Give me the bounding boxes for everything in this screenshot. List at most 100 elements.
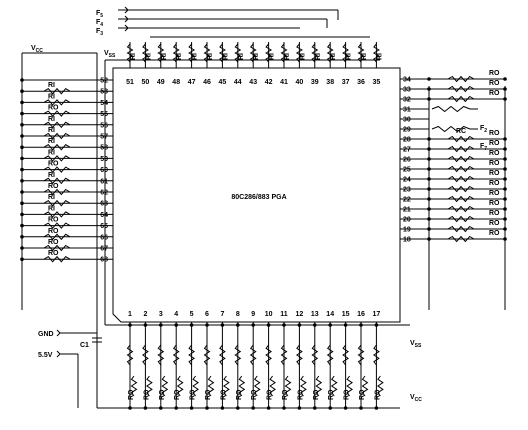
junction-dot xyxy=(374,323,379,327)
junction-dot xyxy=(503,187,507,191)
gnd-label: GND xyxy=(38,331,54,338)
resistor xyxy=(447,175,475,183)
junction-dot xyxy=(343,406,348,410)
junction-dot xyxy=(189,323,194,327)
junction-dot xyxy=(20,190,24,194)
ri-label: RI xyxy=(48,116,55,123)
pin-number-right: 32 xyxy=(403,97,411,104)
pin-number-top: 51 xyxy=(126,79,134,86)
junction-dot xyxy=(297,323,302,327)
pin-number-top: 36 xyxy=(357,79,365,86)
resistor xyxy=(43,143,71,151)
resistor xyxy=(357,344,365,366)
pin-number-top: 50 xyxy=(142,79,150,86)
resistor xyxy=(447,145,475,153)
pin-number-bottom: 12 xyxy=(296,311,304,318)
resistor xyxy=(376,375,384,397)
pin-number-left: 62 xyxy=(100,190,108,197)
pin-number-bottom: 6 xyxy=(205,311,209,318)
pin-number-bottom: 10 xyxy=(265,311,273,318)
resistor xyxy=(130,375,138,397)
junction-dot xyxy=(236,406,240,410)
resistor xyxy=(192,375,200,397)
resistor xyxy=(447,225,475,233)
junction-dot xyxy=(503,157,507,161)
resistor xyxy=(249,344,257,366)
pin-number-bottom: 13 xyxy=(311,311,319,318)
pin-number-right: 26 xyxy=(403,157,411,164)
resistor xyxy=(234,344,242,366)
ro-label: RO xyxy=(48,239,59,246)
pin-number-top: 39 xyxy=(311,79,319,86)
ri-label: RI xyxy=(207,53,214,60)
ro-label: RO xyxy=(489,210,500,217)
pin-number-right: 23 xyxy=(403,187,411,194)
junction-dot xyxy=(503,197,507,201)
junction-dot xyxy=(427,157,431,161)
ri-label: RI xyxy=(48,82,55,89)
junction-dot xyxy=(427,197,431,201)
pin-number-bottom: 5 xyxy=(190,311,194,318)
ro-label: RO xyxy=(205,389,212,400)
resistor xyxy=(299,375,307,397)
pin-number-right: 27 xyxy=(403,147,411,154)
ro-label: RO xyxy=(489,190,500,197)
junction-dot xyxy=(503,227,507,231)
pin-number-left: 65 xyxy=(100,223,108,230)
resistor xyxy=(126,43,134,63)
resistor xyxy=(361,375,369,397)
ri-label: RI xyxy=(176,53,183,60)
junction-dot xyxy=(20,223,24,228)
ri-label: RI xyxy=(192,53,199,60)
ri-label: RI xyxy=(48,194,55,201)
resistor xyxy=(172,43,180,63)
junction-dot xyxy=(297,406,302,410)
pin-number-bottom: 4 xyxy=(174,311,178,318)
ro-label: RO xyxy=(328,389,335,400)
ro-label: RO xyxy=(344,389,351,400)
resistor xyxy=(326,344,334,366)
junction-dot xyxy=(159,406,163,410)
resistor xyxy=(265,43,273,63)
ro-label: RO xyxy=(48,105,59,112)
resistor xyxy=(43,199,71,207)
pin-labels: 51RI50RI49RI48RI47RI46RI45RI44RI43RI42RI… xyxy=(48,53,500,400)
resistor xyxy=(218,43,226,63)
f2-label: F2 xyxy=(480,125,487,134)
resistor xyxy=(234,43,242,63)
junction-dot xyxy=(174,323,178,327)
ri-label: RI xyxy=(269,53,276,60)
junction-dot xyxy=(20,78,24,82)
f4-label: F4 xyxy=(96,19,103,28)
vcc-label-top: VCC xyxy=(31,45,43,54)
pin-number-right: 22 xyxy=(403,197,411,204)
resistor xyxy=(43,222,71,229)
pin-number-top: 44 xyxy=(234,79,242,86)
resistor xyxy=(188,344,196,366)
junction-dot xyxy=(427,227,431,231)
junction-dot xyxy=(251,323,255,327)
resistor xyxy=(222,375,230,397)
resistor xyxy=(330,375,338,397)
pin-number-right: 30 xyxy=(403,117,411,124)
ro-label: RO xyxy=(374,389,381,400)
junction-dot xyxy=(220,406,225,410)
resistor xyxy=(447,75,475,83)
ri-label: RI xyxy=(48,172,55,179)
junction-dot xyxy=(427,217,431,221)
junction-dot xyxy=(205,406,209,410)
junction-dot xyxy=(128,406,132,410)
resistor xyxy=(342,43,350,63)
pin-number-bottom: 16 xyxy=(357,311,365,318)
pin-number-bottom: 8 xyxy=(236,311,240,318)
pin-number-left: 58 xyxy=(100,145,108,152)
junction-dot xyxy=(20,145,24,149)
pin-number-left: 67 xyxy=(100,246,108,253)
junction-dot xyxy=(503,207,507,211)
resistor xyxy=(284,375,292,397)
f7-label: F7 xyxy=(480,143,487,152)
ri-label: RI xyxy=(299,53,306,60)
resistor xyxy=(447,155,475,163)
pin-number-left: 66 xyxy=(100,234,108,241)
pin-number-right: 18 xyxy=(403,237,411,244)
